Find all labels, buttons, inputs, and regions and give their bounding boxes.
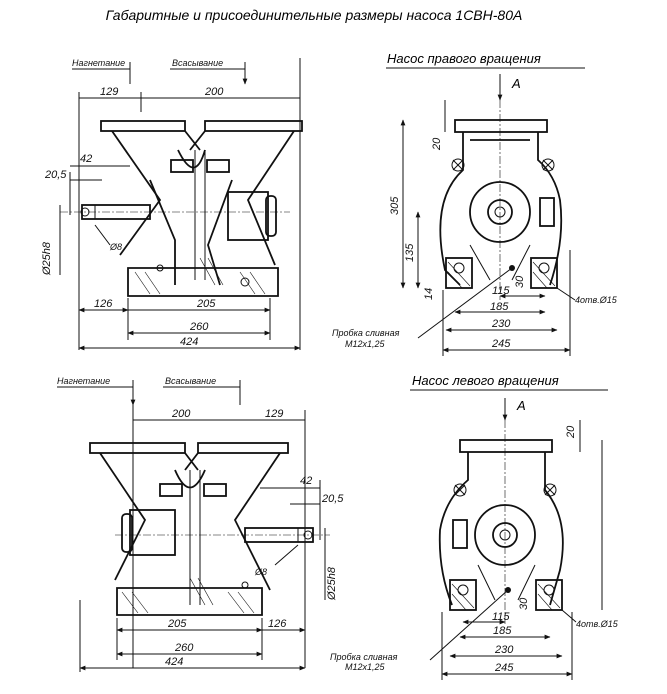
dim-245-bottom: 245	[494, 662, 514, 674]
dim-126-bottom: 126	[268, 618, 287, 630]
dim-185-bottom: 185	[493, 625, 512, 637]
dim-30-bottom: 30	[518, 597, 530, 610]
dim-135-top: 135	[404, 243, 416, 262]
dim-205-bottom: 205	[167, 618, 187, 630]
dim-20-bottom-end: 20	[565, 425, 577, 439]
dim-42-top: 42	[80, 153, 92, 165]
dim-424-top: 424	[180, 336, 198, 348]
dim-20-5-top: 20,5	[44, 169, 67, 181]
drain-label-top-2: M12x1,25	[345, 339, 386, 349]
dim-200-bottom: 200	[171, 408, 191, 420]
dim-115-top: 115	[492, 285, 510, 297]
discharge-label-bottom: Нагнетание	[57, 376, 110, 386]
shaft-dia-top: Ø25h8	[41, 241, 53, 276]
dim-185-top: 185	[490, 301, 509, 313]
end-view-left-rotation: Насос левого вращения A 20 30 115	[330, 373, 619, 680]
dim-200-top: 200	[204, 86, 224, 98]
drain-label-bottom-2: M12x1,25	[345, 662, 386, 672]
holes-label-bottom: 4отв.Ø15	[576, 619, 619, 629]
side-view-right-rotation: Нагнетание Всасывание 129 200	[41, 58, 303, 351]
dim-115-bottom: 115	[492, 611, 510, 623]
dim-14-top: 14	[423, 288, 435, 300]
view-letter-bottom: A	[516, 398, 526, 413]
dim-260-top: 260	[189, 321, 209, 333]
dim-20-5-bottom: 20,5	[321, 493, 344, 505]
drain-label-bottom-1: Пробка сливная	[330, 652, 398, 662]
view-letter-top: A	[511, 76, 521, 91]
dim-42-bottom: 42	[300, 475, 312, 487]
dim-245-top: 245	[491, 338, 511, 350]
dim-129-top: 129	[100, 86, 118, 98]
suction-label-top: Всасывание	[172, 58, 223, 68]
shaft-dia-bottom: Ø25h8	[326, 566, 338, 601]
drawing-title: Габаритные и присоединительные размеры н…	[106, 7, 523, 23]
dim-230-top: 230	[491, 318, 511, 330]
holes-label-top: 4отв.Ø15	[575, 295, 618, 305]
dim-424-bottom: 424	[165, 656, 183, 668]
dim-30-top: 30	[514, 275, 526, 288]
key-dia-bottom: Ø8	[254, 567, 267, 577]
dim-126-top: 126	[94, 298, 113, 310]
dim-129-bottom: 129	[265, 408, 283, 420]
discharge-label-top: Нагнетание	[72, 58, 125, 68]
dim-260-bottom: 260	[174, 642, 194, 654]
end-view-right-rotation: Насос правого вращения A 305	[332, 51, 618, 356]
side-view-left-rotation: Нагнетание Всасывание 200 129	[57, 376, 344, 672]
dim-305: 305	[389, 196, 401, 215]
left-rotation-title: Насос левого вращения	[412, 373, 559, 388]
right-rotation-title: Насос правого вращения	[387, 51, 541, 66]
dim-20-top-end: 20	[431, 137, 443, 151]
dim-230-bottom: 230	[494, 644, 514, 656]
suction-label-bottom: Всасывание	[165, 376, 216, 386]
drain-label-top-1: Пробка сливная	[332, 328, 400, 338]
key-dia-top: Ø8	[109, 242, 122, 252]
dim-205-top: 205	[196, 298, 216, 310]
